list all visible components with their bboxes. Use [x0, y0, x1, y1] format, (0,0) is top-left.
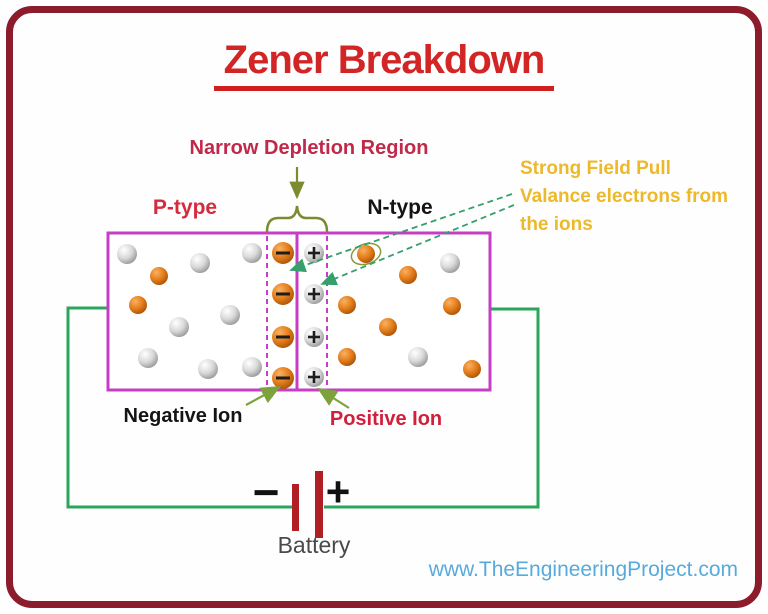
n-region-orange-particle	[338, 348, 356, 366]
n-region-silver-particle	[408, 347, 428, 367]
negative-ion-arrow	[245, 385, 281, 406]
battery-plus-sign: +	[325, 468, 351, 515]
field-pull-arrow-upper	[289, 193, 513, 273]
depletion-region-label: Narrow Depletion Region	[189, 137, 429, 159]
depletion-brace	[265, 205, 329, 233]
p-region-silver-particle	[198, 359, 218, 379]
n-region-orange-particle	[443, 297, 461, 315]
n-region-orange-particle	[357, 245, 375, 263]
negative-ion-label: Negative Ion	[123, 405, 243, 427]
p-region-silver-particle	[117, 244, 137, 264]
p-region-silver-particle	[220, 305, 240, 325]
positive-ion-label: Positive Ion	[329, 408, 443, 430]
n-region-orange-particle	[338, 296, 356, 314]
strong-field-line2: Valance electrons from	[520, 186, 729, 207]
semiconductor-box	[106, 231, 492, 392]
strong-field-line1: Strong Field Pull	[520, 158, 671, 179]
battery-minus-sign: −	[252, 466, 280, 518]
p-region-orange-particle	[150, 267, 168, 285]
pulled-electron-ellipse	[350, 242, 382, 266]
p-region-silver-particle	[242, 357, 262, 377]
p-type-label: P-type	[152, 196, 218, 219]
positive-ion-arrow	[317, 387, 350, 409]
page-title: Zener Breakdown	[213, 38, 555, 91]
n-region-silver-particle	[440, 253, 460, 273]
p-region-silver-particle	[169, 317, 189, 337]
n-type-label: N-type	[367, 196, 433, 219]
wire-right	[324, 307, 540, 509]
field-pull-arrow-lower	[320, 204, 515, 286]
n-region-orange-particle	[399, 266, 417, 284]
battery-label: Battery	[277, 532, 351, 558]
n-region-orange-particle	[379, 318, 397, 336]
battery-positive-plate	[315, 471, 323, 538]
particles-layer	[117, 242, 481, 389]
website-link[interactable]: www.TheEngineeringProject.com	[428, 558, 738, 581]
battery-negative-plate	[292, 484, 299, 531]
p-region-silver-particle	[138, 348, 158, 368]
p-region-orange-particle	[129, 296, 147, 314]
p-region-silver-particle	[190, 253, 210, 273]
wire-left	[66, 306, 292, 509]
strong-field-line3: the ions	[520, 214, 593, 235]
p-region-silver-particle	[242, 243, 262, 263]
strong-field-label: Strong Field Pull Valance electrons from…	[520, 155, 728, 239]
n-region-orange-particle	[463, 360, 481, 378]
